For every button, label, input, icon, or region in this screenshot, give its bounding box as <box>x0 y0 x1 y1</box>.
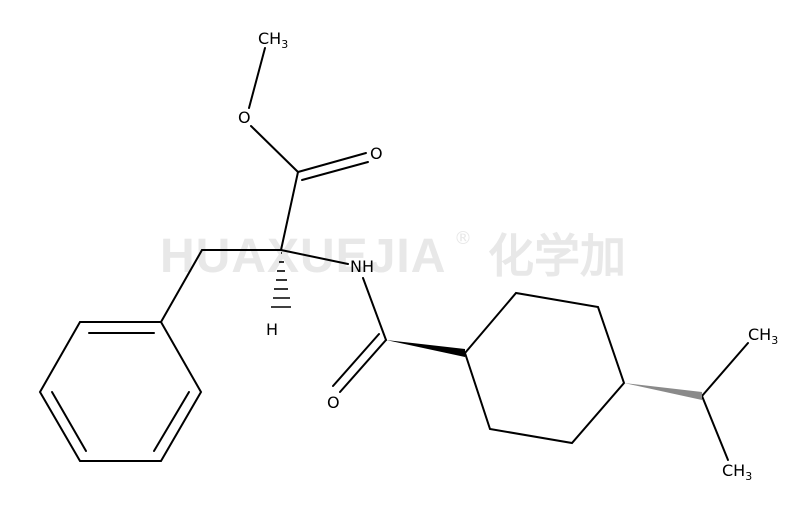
bond-iso-ch3-bottom <box>701 395 729 461</box>
phenyl-ring <box>38 321 203 462</box>
bond-carbonylc-alphac <box>280 171 299 251</box>
phenyl-inner-3 <box>153 391 190 452</box>
bond-alphac-nh <box>280 249 349 265</box>
watermark: HUAXUEJIA ® 化学加 <box>160 228 626 283</box>
bond-c-o-double-2 <box>301 161 369 181</box>
bond-ch2-phenyl <box>160 249 203 323</box>
label-ch3-right-top: CH3 <box>748 325 778 347</box>
phenyl-inner-2 <box>51 391 87 452</box>
cyclohexane-ring <box>463 291 626 445</box>
label-carbonyl-o1: O <box>370 144 383 163</box>
bonds <box>38 47 749 462</box>
label-amide-nh: NH <box>350 257 374 276</box>
bond-nh-amidec <box>362 277 387 341</box>
bond-ch3-o <box>248 47 266 109</box>
wedge-bond-amide-ring <box>386 340 465 357</box>
bond-amide-o-double-1 <box>339 339 387 393</box>
hash-bond-alpha-h <box>271 252 291 308</box>
label-ch3-top: CH3 <box>258 29 288 51</box>
bond-o-carbonylc <box>250 125 299 173</box>
bond-iso-ch3-top <box>701 342 749 397</box>
label-carbonyl-o2: O <box>327 393 340 412</box>
label-stereo-h: H <box>266 320 278 339</box>
label-ch3-right-bottom: CH3 <box>722 461 752 483</box>
watermark-chinese: 化学加 <box>488 229 626 283</box>
bond-c-o-double-1 <box>297 152 367 173</box>
wedge-bond-ring-isopropyl <box>624 383 702 400</box>
watermark-brand: HUAXUEJIA <box>160 230 446 283</box>
stereo-bonds <box>271 252 702 400</box>
atom-labels: CH3 O O NH H O CH3 CH3 <box>238 29 778 483</box>
bond-amide-o-double-2 <box>332 333 380 387</box>
watermark-registered: ® <box>454 228 472 249</box>
label-ester-o: O <box>238 108 251 127</box>
